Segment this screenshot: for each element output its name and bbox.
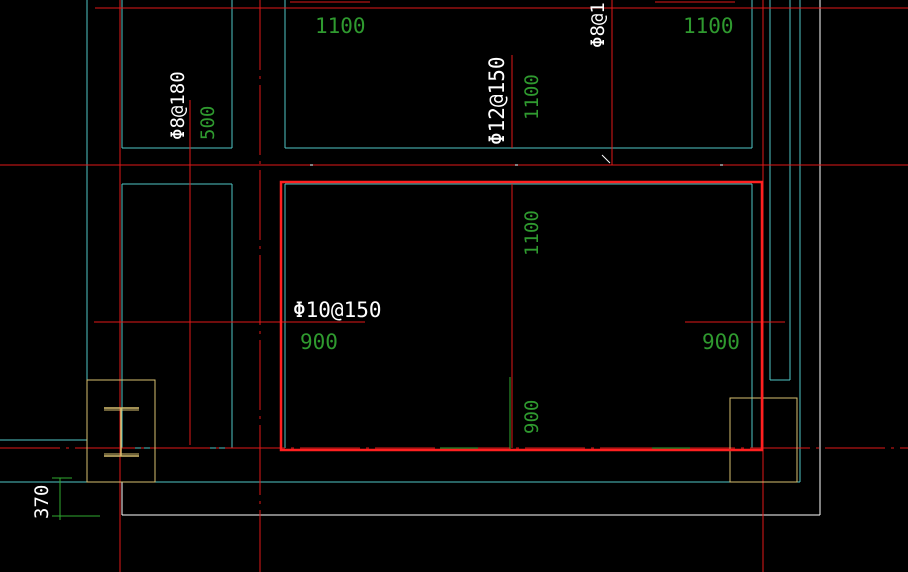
annotations: 1100 1100 Φ8@1 Φ8@180 500 Φ12@150 1100 1…: [31, 2, 740, 519]
wall-outlines: [0, 0, 801, 483]
column-left[interactable]: [86, 379, 156, 483]
green-dimension-lines: [52, 377, 690, 520]
column-right[interactable]: [729, 397, 798, 483]
column-outline: [86, 379, 156, 483]
rebar-label-top-right[interactable]: Φ8@1: [587, 2, 609, 48]
dim-top-right[interactable]: 1100: [683, 14, 734, 38]
selected-slab-region[interactable]: [279, 180, 764, 452]
rebar-label-center[interactable]: Φ12@150: [485, 56, 509, 145]
ibeam-icon: [104, 407, 139, 457]
outer-frame: [121, 0, 821, 516]
rebar-label-left[interactable]: Φ8@180: [167, 71, 189, 140]
dim-left-500[interactable]: 500: [197, 106, 219, 140]
tick-markers: [310, 154, 723, 166]
rebar-label-selected[interactable]: Φ10@150: [293, 298, 382, 322]
thickness-dim-370[interactable]: 370: [31, 485, 53, 519]
dim-top-left[interactable]: 1100: [315, 14, 366, 38]
dim-center-mid[interactable]: 1100: [521, 210, 543, 256]
dim-bottom-900[interactable]: 900: [521, 400, 543, 434]
dim-left-900[interactable]: 900: [300, 330, 338, 354]
dim-center-top[interactable]: 1100: [521, 74, 543, 120]
dim-right-900[interactable]: 900: [702, 330, 740, 354]
